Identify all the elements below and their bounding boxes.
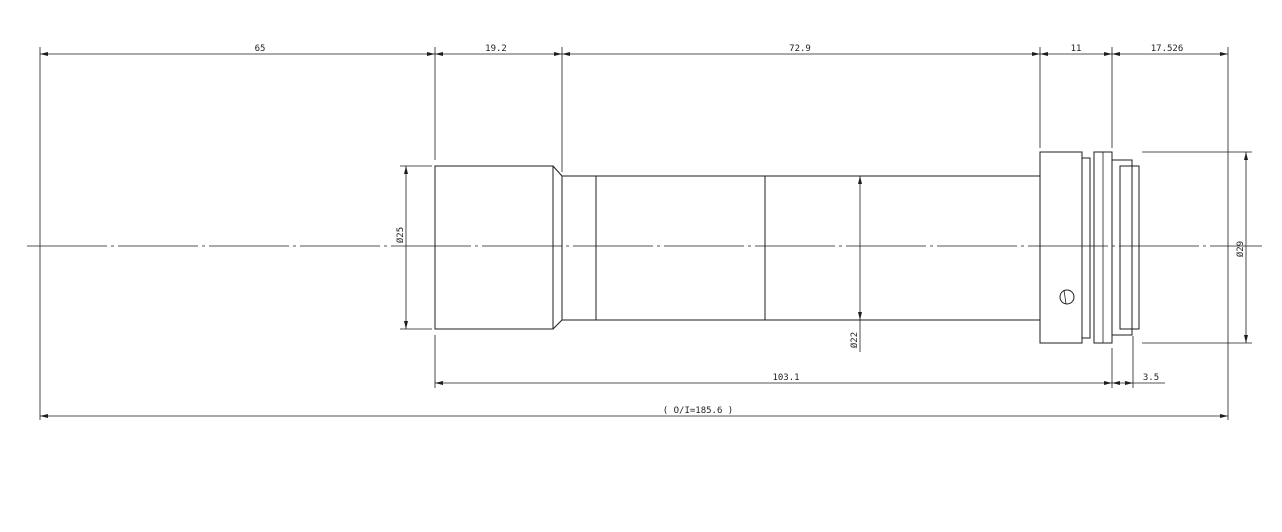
- dim-label-17-526: 17.526: [1151, 44, 1184, 54]
- lower-dimensions: 103.1 3.5: [435, 373, 1165, 385]
- extension-lines: [39, 47, 1252, 420]
- dim-label-total: ( O/I=185.6 ): [663, 406, 733, 416]
- front-barrel: [434, 165, 554, 330]
- rear-thread: [1111, 159, 1133, 336]
- main-tube: [561, 175, 1041, 321]
- taper-section: [552, 165, 563, 330]
- diameter-25-dimension: Ø25: [395, 166, 408, 329]
- rear-lip: [1119, 165, 1140, 330]
- dim-label-3-5: 3.5: [1143, 373, 1159, 383]
- dim-label-72-9: 72.9: [789, 44, 811, 54]
- lens-body: [434, 151, 1140, 344]
- dim-label-103-1: 103.1: [772, 373, 799, 383]
- dim-label-19-2: 19.2: [485, 44, 507, 54]
- set-screw: [1059, 289, 1075, 305]
- diameter-29-dimension: Ø29: [1235, 152, 1248, 343]
- mount-ring: [1039, 151, 1083, 344]
- top-dimensions: 65 19.2 72.9 11 17.526: [40, 44, 1228, 56]
- set-screw-slot: [1063, 289, 1067, 305]
- mount-step: [1081, 157, 1091, 339]
- overall-length-dimension: ( O/I=185.6 ): [40, 406, 1228, 418]
- dim-label-dia22: Ø22: [849, 332, 860, 348]
- dim-label-65: 65: [255, 44, 266, 54]
- dim-label-dia25: Ø25: [395, 227, 406, 243]
- diameter-22-dimension: Ø22: [849, 176, 862, 352]
- dim-label-dia29: Ø29: [1235, 241, 1246, 257]
- dim-label-11: 11: [1071, 44, 1082, 54]
